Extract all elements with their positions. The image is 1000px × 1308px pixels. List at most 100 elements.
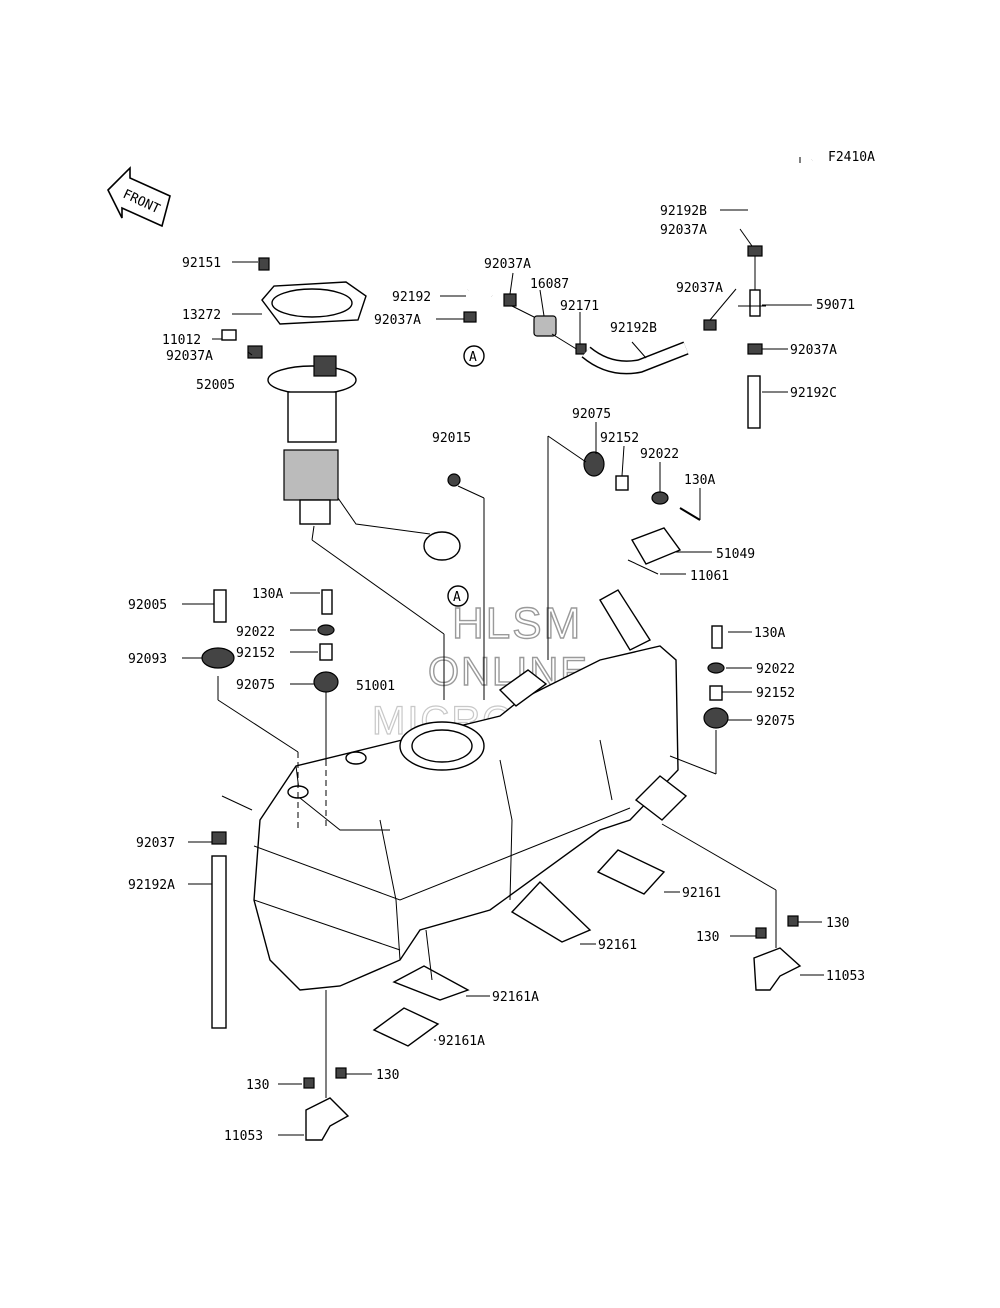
- tank-pads: [372, 849, 666, 1047]
- label-92037A: 92037A: [790, 343, 837, 358]
- label-92152: 92152: [756, 686, 795, 701]
- label-92171: 92171: [560, 299, 599, 314]
- label-92161: 92161: [598, 938, 637, 953]
- bolt-icon: [303, 1077, 315, 1089]
- label-13272: 13272: [182, 308, 221, 323]
- pad-icon: [510, 881, 592, 943]
- label-11061: 11061: [690, 569, 729, 584]
- hose-assembly-right: [703, 154, 814, 429]
- grommet-icon: [583, 451, 605, 477]
- label-92015: 92015: [432, 431, 471, 446]
- washer-icon: [651, 491, 669, 505]
- bolt-icon: [258, 257, 270, 271]
- clamp-icon: [503, 293, 517, 307]
- label-130: 130: [376, 1068, 399, 1083]
- mount-bracket-icon: [634, 775, 688, 821]
- clamp-icon: [211, 831, 227, 845]
- leader-lines: [182, 209, 824, 1136]
- label-92192B: 92192B: [660, 204, 707, 219]
- filler-neck-icon: [599, 589, 652, 651]
- bracket-right: [753, 915, 802, 991]
- label-92192: 92192: [392, 290, 431, 305]
- grommet-icon: [201, 647, 235, 669]
- clamp-icon: [747, 245, 763, 257]
- label-92037A: 92037A: [166, 349, 213, 364]
- bolt-icon: [787, 915, 799, 927]
- bracket-bottom: [303, 1067, 350, 1141]
- fuel-hose-left: [211, 831, 227, 1029]
- clamp-icon: [703, 319, 717, 331]
- label-11053: 11053: [224, 1129, 263, 1144]
- label-92151: 92151: [182, 256, 221, 271]
- label-92192C: 92192C: [790, 386, 837, 401]
- label-130A: 130A: [252, 587, 283, 602]
- label-59071: 59071: [816, 298, 855, 313]
- label-51001: 51001: [356, 679, 395, 694]
- bolt-icon: [321, 589, 333, 615]
- label-92037A: 92037A: [660, 223, 707, 238]
- left-mount-hardware: A: [201, 585, 469, 693]
- svg-text:HLSM: HLSM: [452, 599, 582, 648]
- bolt-icon: [213, 589, 227, 623]
- hose-icon: [747, 375, 761, 429]
- label-130A: 130A: [684, 473, 715, 488]
- label-92152: 92152: [236, 646, 275, 661]
- collar-icon: [319, 643, 333, 661]
- washer-icon: [707, 662, 725, 674]
- filler-cap-icon: [630, 527, 682, 565]
- dashed-guides: [297, 752, 327, 830]
- label-92161A: 92161A: [438, 1034, 485, 1049]
- label-92037A: 92037A: [676, 281, 723, 296]
- label-92037: 92037: [136, 836, 175, 851]
- label-130: 130: [826, 916, 849, 931]
- label-92075: 92075: [756, 714, 795, 729]
- label-51049: 51049: [716, 547, 755, 562]
- label-92005: 92005: [128, 598, 167, 613]
- pad-icon: [596, 849, 666, 895]
- collar-icon: [615, 475, 629, 491]
- figure-code: F2410A: [828, 150, 875, 165]
- filler-cap-parts: [447, 451, 701, 651]
- fuel-pump-assembly: [221, 257, 461, 561]
- label-92161: 92161: [682, 886, 721, 901]
- fuel-filter-icon: [533, 315, 557, 337]
- bolt-icon: [711, 625, 723, 649]
- front-arrow-icon: FRONT: [107, 166, 171, 228]
- pad-icon: [372, 1007, 440, 1047]
- washer-icon: [317, 624, 335, 636]
- label-11053: 11053: [826, 969, 865, 984]
- label-92037A: 92037A: [484, 257, 531, 272]
- label-130A: 130A: [754, 626, 785, 641]
- bolt-icon: [335, 1067, 347, 1079]
- clamp-icon: [463, 311, 477, 323]
- clamp-icon: [575, 343, 587, 355]
- bolt-icon: [755, 927, 767, 939]
- label-92022: 92022: [756, 662, 795, 677]
- grommet-icon: [703, 707, 729, 729]
- right-mount-hardware: [703, 625, 729, 729]
- ref-mark-upper: A: [469, 350, 477, 365]
- label-130: 130: [246, 1078, 269, 1093]
- label-92161A: 92161A: [492, 990, 539, 1005]
- label-92152: 92152: [600, 431, 639, 446]
- hose-icon: [211, 855, 227, 1029]
- label-92192A: 92192A: [128, 878, 175, 893]
- label-92022: 92022: [236, 625, 275, 640]
- label-16087: 16087: [530, 277, 569, 292]
- part-labels: 92192B 92037A 92037A 59071 92037A 92192C…: [128, 204, 865, 1144]
- grommet-icon: [313, 671, 339, 693]
- label-92192B: 92192B: [610, 321, 657, 336]
- nut-icon: [447, 473, 461, 487]
- label-130: 130: [696, 930, 719, 945]
- label-92037A: 92037A: [374, 313, 421, 328]
- pad-icon: [392, 965, 470, 1001]
- label-92022: 92022: [640, 447, 679, 462]
- label-92093: 92093: [128, 652, 167, 667]
- collar-icon: [709, 685, 723, 701]
- label-52005: 52005: [196, 378, 235, 393]
- clamp-icon: [747, 343, 763, 355]
- label-92075: 92075: [572, 407, 611, 422]
- label-11012: 11012: [162, 333, 201, 348]
- joint-icon: [749, 289, 761, 317]
